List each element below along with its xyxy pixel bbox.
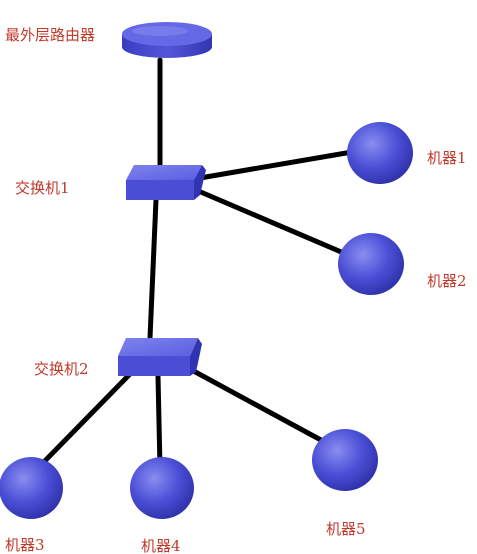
router-label: 最外层路由器 [5,26,95,44]
switch1-box-side [194,165,206,200]
switch2-box-top [118,338,198,356]
switch1-box-top [126,165,202,180]
switch2-label: 交换机2 [34,360,89,378]
switch2-box-side [190,338,202,376]
machine5-sphere [312,429,378,491]
switch2-box-front [118,356,190,376]
machine1-label: 机器1 [427,149,467,167]
machine4-sphere [130,457,194,519]
machine5-node [312,429,378,491]
switch2-node [118,338,202,376]
router-cylinder-highlight [132,26,188,36]
machine3-sphere [0,457,63,519]
links [33,57,355,473]
link-switch2-machine3 [33,371,133,473]
machine4-label: 机器4 [141,537,181,554]
machine2-sphere [338,233,404,295]
machine2-node [338,233,404,295]
machine3-node [0,457,63,519]
machine3-label: 机器3 [5,536,45,554]
link-switch1-machine2 [193,187,349,257]
link-switch1-switch2 [147,197,159,341]
link-switch2-machine4 [155,373,163,471]
machine5-label: 机器5 [326,520,366,538]
switch1-node [126,165,206,200]
machine1-sphere [347,122,413,184]
machine1-node [347,122,413,184]
machine4-node [130,457,194,519]
machine2-label: 机器2 [427,272,467,290]
router-node [122,22,212,58]
link-switch1-machine1 [197,149,355,181]
switch1-box-front [126,180,194,200]
link-switch2-machine5 [185,365,335,449]
switch1-label: 交换机1 [15,179,70,197]
